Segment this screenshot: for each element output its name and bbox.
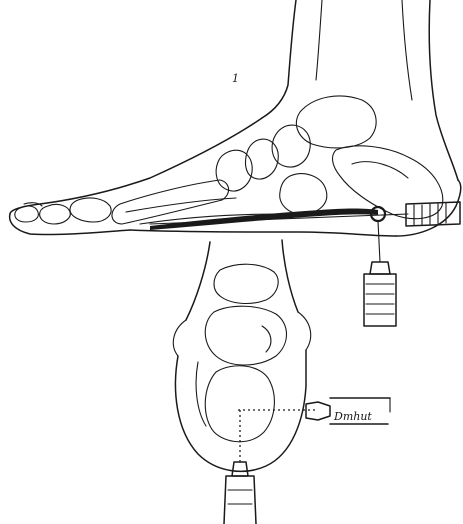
calcaneus-inner bbox=[352, 162, 408, 178]
cuboid-bone bbox=[280, 174, 327, 214]
phalanx-middle bbox=[40, 204, 71, 224]
vertical-syringe-hub-lateral bbox=[370, 262, 390, 274]
syringe-hub-posterior bbox=[306, 402, 330, 420]
horizontal-syringe-posterior: Dmhut bbox=[306, 398, 390, 424]
calcaneus-posterior-outline bbox=[196, 362, 206, 426]
phalanx-proximal bbox=[70, 198, 111, 222]
vertical-hub-posterior bbox=[232, 462, 248, 476]
vertical-syringe-barrel-lateral bbox=[364, 274, 396, 326]
horizontal-syringe bbox=[406, 202, 460, 226]
plantar-outline bbox=[130, 230, 396, 236]
phalanx-distal bbox=[15, 206, 39, 222]
sustentaculum bbox=[262, 326, 271, 352]
fibula-outline bbox=[402, 0, 412, 100]
calcaneus-bone bbox=[333, 146, 443, 219]
subtalar-bone bbox=[205, 306, 286, 365]
leg-anterior-outline bbox=[262, 0, 296, 118]
vertical-barrel-posterior bbox=[224, 476, 256, 524]
tibia-outline bbox=[316, 0, 322, 80]
figure-mark-label: 1 bbox=[232, 72, 239, 85]
vertical-syringe-lateral bbox=[364, 274, 396, 326]
foot-dorsum-outline bbox=[10, 118, 262, 214]
vertical-needle-lateral bbox=[378, 221, 380, 262]
malleolus-left bbox=[173, 320, 186, 356]
posterior-heel-view: Dmhut bbox=[173, 240, 390, 524]
talus-bone bbox=[296, 96, 376, 148]
metatarsal-1 bbox=[112, 180, 229, 224]
malleolus-right bbox=[298, 312, 311, 350]
syringe-marking-label: Dmhut bbox=[333, 410, 372, 423]
posterior-leg-left bbox=[186, 242, 210, 320]
lateral-foot-view: 1 bbox=[10, 0, 461, 326]
leg-posterior-outline bbox=[429, 0, 458, 180]
heel-posterior-outline bbox=[175, 350, 306, 471]
posterior-leg-right bbox=[282, 240, 298, 312]
talus-posterior bbox=[214, 264, 278, 303]
